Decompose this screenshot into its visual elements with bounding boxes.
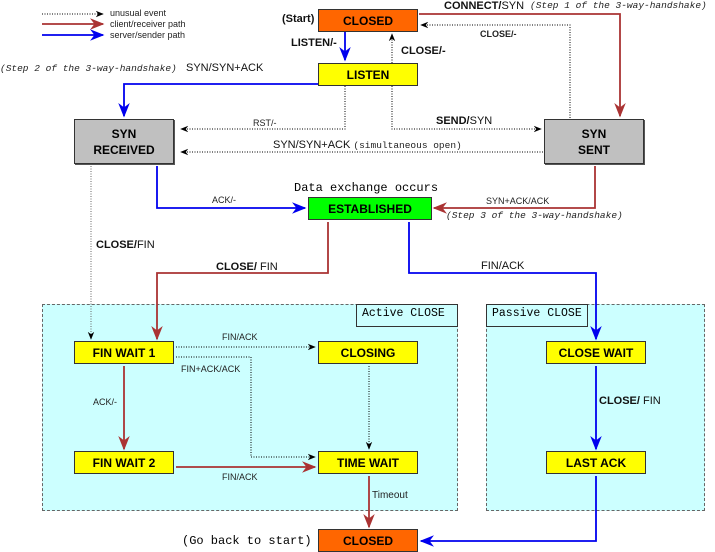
label-send: SEND/SYN xyxy=(436,115,493,127)
state-listen[interactable]: LISTEN xyxy=(318,63,418,86)
label-syn-synack-sim: SYN/SYN+ACK (simultaneous open) xyxy=(273,139,462,151)
arrow-connect xyxy=(419,13,626,118)
label-fin-ack-fw1: FIN/ACK xyxy=(222,332,258,342)
label-finack-ack: FIN+ACK/ACK xyxy=(181,364,241,374)
state-syn-received[interactable]: SYN RECEIVED xyxy=(74,119,174,164)
step1-note: (Step 1 of the 3-way-handshake) xyxy=(530,0,707,11)
legend-server-label: server/sender path xyxy=(110,30,186,40)
syn-received-line2: RECEIVED xyxy=(93,142,155,157)
step3-note: (Step 3 of the 3-way-handshake) xyxy=(446,210,623,221)
arrow-rst xyxy=(180,86,346,133)
state-fin-wait-2[interactable]: FIN WAIT 2 xyxy=(74,451,174,474)
label-listen: LISTEN/- xyxy=(291,37,337,49)
label-close-synsent: CLOSE/- xyxy=(480,29,517,39)
step2-note: (Step 2 of the 3-way-handshake) xyxy=(0,63,177,74)
arrow-fin-ack-est xyxy=(408,222,602,341)
arrow-finack-ack xyxy=(176,356,316,461)
arrow-syn-synack xyxy=(118,83,318,118)
state-closing[interactable]: CLOSING xyxy=(318,341,418,364)
state-fin-wait-1[interactable]: FIN WAIT 1 xyxy=(74,341,174,364)
label-close-fin-est: CLOSE/ FIN xyxy=(216,261,278,273)
label-close-fin-synrcvd: CLOSE/FIN xyxy=(96,239,155,251)
label-timeout: Timeout xyxy=(372,490,408,501)
legend-client-label: client/receiver path xyxy=(110,19,186,29)
syn-sent-line2: SENT xyxy=(577,142,610,157)
arrow-last-ack xyxy=(419,476,597,547)
label-connect: CONNECT/SYN xyxy=(444,0,525,12)
state-time-wait[interactable]: TIME WAIT xyxy=(318,451,418,474)
legend-unusual-label: unusual event xyxy=(110,8,167,18)
arrow-send xyxy=(391,86,542,133)
label-fin-ack-est: FIN/ACK xyxy=(481,260,525,272)
active-close-region xyxy=(42,304,458,511)
arrow-ack xyxy=(156,166,307,214)
label-fin-ack-fw2: FIN/ACK xyxy=(222,472,258,482)
label-rst: RST/- xyxy=(253,118,277,128)
state-closed-bottom[interactable]: CLOSED xyxy=(318,529,418,552)
active-close-title: Active CLOSE xyxy=(356,304,458,327)
arrow-synack-ack xyxy=(432,166,596,214)
state-closed-top[interactable]: CLOSED xyxy=(318,9,418,32)
syn-sent-line1: SYN xyxy=(581,126,607,141)
label-ack-fw1: ACK/- xyxy=(93,397,118,407)
arrow-close-synsent xyxy=(420,21,571,118)
go-back-note: (Go back to start) xyxy=(182,534,312,548)
label-close-listen: CLOSE/- xyxy=(401,45,446,57)
passive-close-title: Passive CLOSE xyxy=(486,304,588,327)
label-close-fin-cw: CLOSE/ FIN xyxy=(599,395,661,407)
start-note: (Start) xyxy=(282,13,315,25)
arrow-close-fin-est xyxy=(151,222,329,341)
data-exchange-note: Data exchange occurs xyxy=(294,181,439,195)
label-ack: ACK/- xyxy=(212,195,237,205)
label-synack-ack: SYN+ACK/ACK xyxy=(486,196,550,206)
state-syn-sent[interactable]: SYN SENT xyxy=(544,119,644,164)
label-syn-synack-listen: SYN/SYN+ACK xyxy=(186,62,264,74)
state-close-wait[interactable]: CLOSE WAIT xyxy=(546,341,646,364)
syn-received-line1: SYN xyxy=(111,126,137,141)
state-established[interactable]: ESTABLISHED xyxy=(308,197,432,220)
state-last-ack[interactable]: LAST ACK xyxy=(546,451,646,474)
